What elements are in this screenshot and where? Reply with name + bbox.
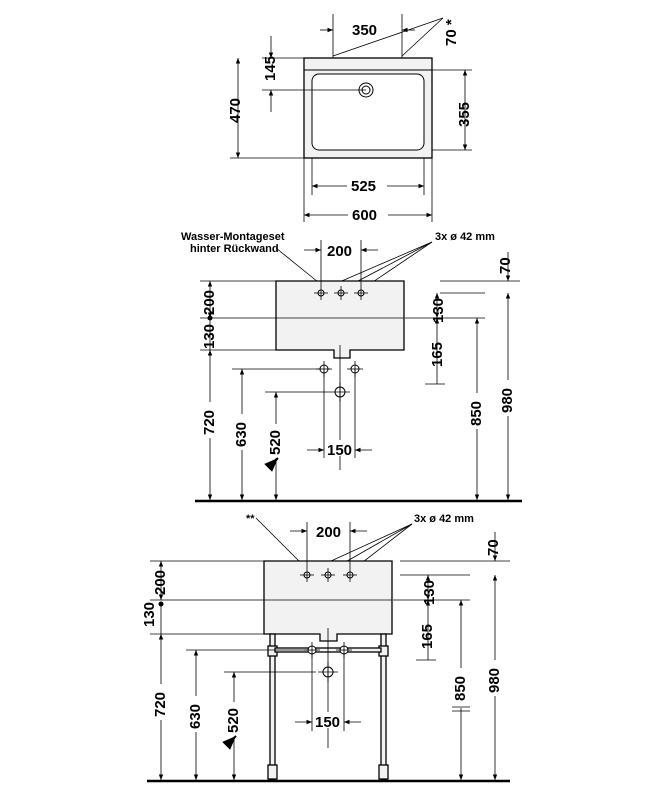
basin-bowl (311, 73, 425, 151)
holes-note: 3x ø 42 mm (435, 231, 495, 243)
dim-525: 525 (351, 178, 376, 195)
dim-70: 70 (485, 539, 502, 556)
tap-hole (321, 568, 335, 582)
dim-200-top: 200 (327, 243, 352, 260)
note-line-1: Wasser-Montageset (181, 231, 285, 243)
dim-355: 355 (456, 102, 473, 127)
basin-front (275, 280, 405, 359)
dim-600: 600 (352, 207, 377, 224)
dim-70-star: 70 * (443, 19, 460, 46)
dim-520: 520 (225, 708, 242, 733)
arrow-icon (222, 735, 237, 750)
dim-70: 70 (497, 257, 514, 274)
leader-line (275, 247, 319, 283)
tap-hole (343, 568, 357, 582)
dim-200-side: 200 (201, 290, 218, 315)
dim-980: 980 (499, 388, 516, 413)
dim-150: 150 (327, 442, 352, 459)
double-star: ** (246, 513, 255, 525)
dim-130-left: 130 (141, 602, 158, 627)
dim-350: 350 (352, 22, 377, 39)
holes-note: 3x ø 42 mm (414, 513, 474, 525)
dim-980: 980 (486, 668, 503, 693)
dim-630: 630 (187, 704, 204, 729)
tap-hole (300, 568, 314, 582)
dim-130-right: 130 (421, 580, 438, 605)
dim-200-top: 200 (316, 524, 341, 541)
tap-hole (314, 286, 328, 300)
dim-850: 850 (468, 401, 485, 426)
dim-145: 145 (262, 56, 279, 81)
arrow-icon (264, 457, 279, 472)
dim-850: 850 (452, 676, 469, 701)
basin-front (263, 560, 393, 642)
dim-630: 630 (233, 422, 250, 447)
stand-view: ** 3x ø 42 mm 200 70 (141, 513, 510, 783)
dim-165: 165 (429, 342, 446, 367)
leader-line (332, 17, 444, 57)
dim-130-right: 130 (430, 298, 447, 323)
dim-720: 720 (152, 692, 169, 717)
dim-720: 720 (201, 410, 218, 435)
dim-130-left: 130 (201, 324, 218, 349)
dim-150: 150 (315, 714, 340, 731)
tap-hole (354, 286, 368, 300)
tap-hole (334, 286, 348, 300)
note-line-2: hinter Rückwand (190, 243, 279, 255)
top-view: 350 70 * 145 470 355 525 600 (227, 14, 473, 224)
dim-470: 470 (227, 98, 244, 123)
dim-165: 165 (419, 624, 436, 649)
wall-view: Wasser-Montageset hinter Rückwand 3x ø 4… (181, 231, 522, 503)
dim-200-side: 200 (152, 570, 169, 595)
dim-520: 520 (267, 430, 284, 455)
